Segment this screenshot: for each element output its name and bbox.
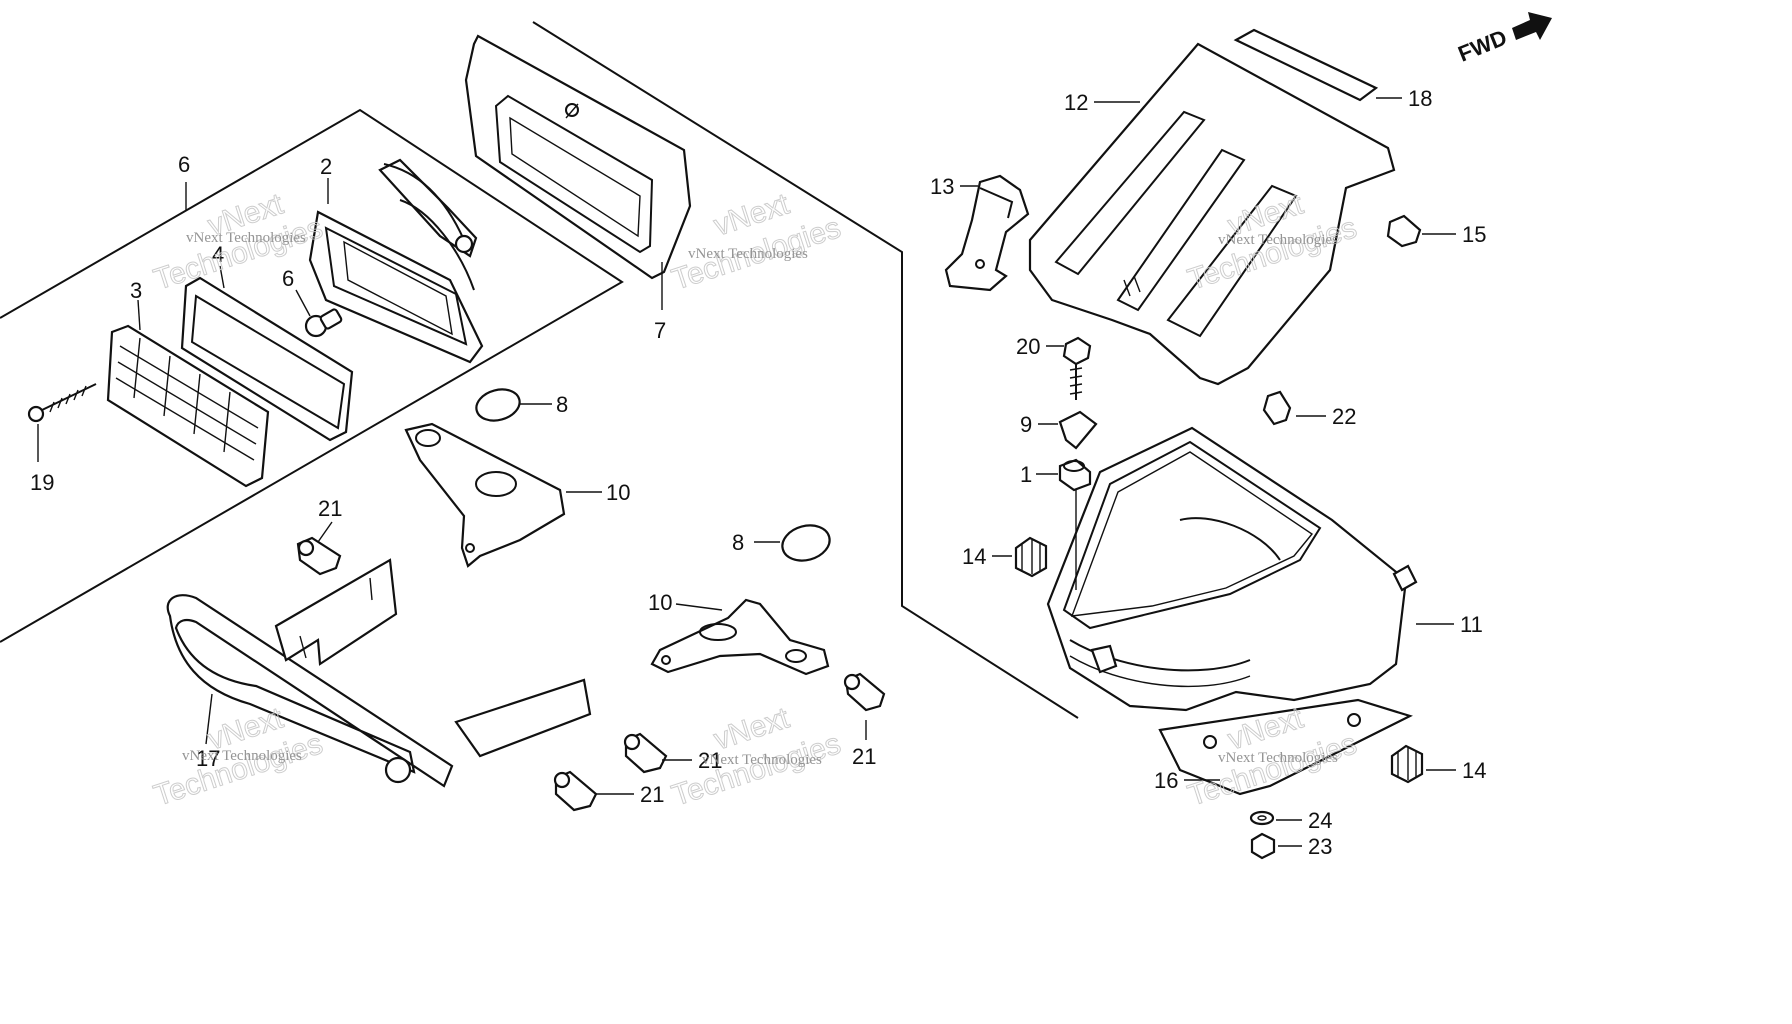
nut-14-right [1390,744,1424,784]
rear-fender-cover [1028,42,1396,386]
callout-14-left: 14 [962,544,986,569]
watermark-bottom-center: vNext Technologies vNext Technologies [667,701,845,813]
callout-16: 16 [1154,768,1178,793]
tool-box-plate [1158,698,1413,796]
license-plate-bracket [464,34,692,280]
callout-20: 20 [1016,334,1040,359]
grommet-upper [475,388,521,422]
callout-11: 11 [1460,612,1483,637]
tool-box [1046,426,1418,712]
svg-text:vNext Technologies: vNext Technologies [702,752,822,768]
bulb [304,308,343,338]
rear-bracket [944,174,1030,292]
bolt-20 [1062,336,1092,400]
fender-strip [1233,28,1379,102]
callout-24: 24 [1308,808,1332,833]
callout-2: 2 [320,154,332,179]
callout-15: 15 [1462,222,1486,247]
callout-10-upper: 10 [606,480,630,505]
callout-8-lower: 8 [732,530,744,555]
callout-10-lower: 10 [648,590,672,615]
bolt-21-middle [623,732,668,774]
bolt-21-upper [296,536,342,576]
lens-screw [27,383,97,423]
grommet-lower [781,524,831,562]
svg-text:vNext Technologies: vNext Technologies [186,230,306,246]
callout-21-lower: 21 [640,782,664,807]
callout-17: 17 [196,746,220,771]
lens-gasket [180,276,354,442]
callout-23: 23 [1308,834,1332,859]
svg-text:vNext Technologies: vNext Technologies [182,748,302,764]
taillight-lens [106,324,270,488]
fwd-arrow-icon: FWD [1455,12,1552,67]
svg-text:vNext Technologies: vNext Technologies [1218,232,1338,248]
bolt-22 [1262,390,1292,426]
callout-18: 18 [1408,86,1432,111]
callout-1: 1 [1020,462,1032,487]
svg-text:vNext Technologies: vNext Technologies [1218,750,1338,766]
taillight-housing [308,158,484,364]
washer-24 [1249,810,1275,826]
washer-9 [1058,410,1098,450]
taillight-group-outline [0,108,624,643]
callout-21-right: 21 [852,744,876,769]
grab-rail [166,558,592,788]
callout-4: 4 [212,242,224,267]
watermark-top-center: vNext Technologies vNext Technologies [667,187,845,297]
watermark-top-left: vNext Technologies vNext Technologies [149,187,327,297]
fwd-label: FWD [1455,25,1511,67]
callout-12: 12 [1064,90,1088,115]
stay-bracket-upper [404,422,566,568]
leader-lines [37,97,1456,847]
callout-21-upper: 21 [318,496,342,521]
collar [1058,458,1092,492]
nut-23 [1250,832,1276,860]
callout-19: 19 [30,470,54,495]
callout-6-lower: 6 [282,266,294,291]
svg-text:vNext Technologies: vNext Technologies [688,246,808,262]
callout-9: 9 [1020,412,1032,437]
callout-21-middle: 21 [698,748,722,773]
callout-3: 3 [130,278,142,303]
bolt-15 [1386,214,1422,248]
callout-14-right: 14 [1462,758,1486,783]
callout-8-upper: 8 [556,392,568,417]
rear-fender-group-outline [532,21,1079,719]
bolt-21-lower [553,770,598,812]
bolt-21-right [843,672,886,712]
callout-6: 6 [178,152,190,177]
callout-13: 13 [930,174,954,199]
callout-22: 22 [1332,404,1356,429]
callout-7: 7 [654,318,666,343]
stay-bracket-lower [650,598,830,676]
callout-labels: 6 2 4 6 3 19 7 8 10 21 17 8 10 21 21 21 … [30,86,1486,859]
nut-14-left [1014,536,1048,578]
